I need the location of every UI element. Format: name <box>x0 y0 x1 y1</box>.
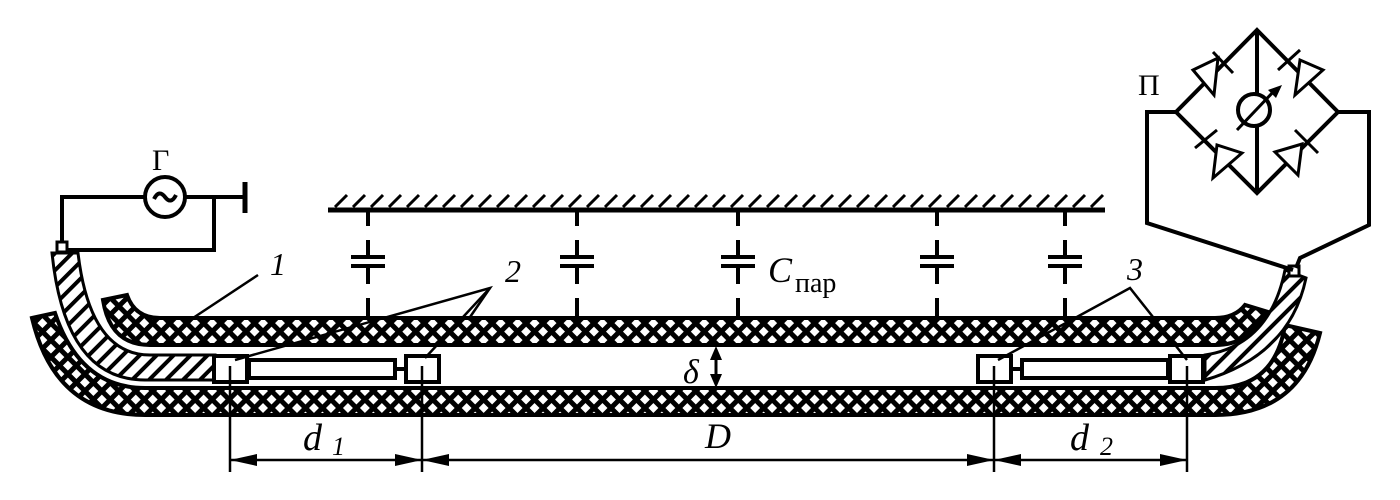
d2-label: d <box>1070 417 1090 459</box>
bridge-rectifier <box>1145 27 1371 272</box>
diode-icon <box>1276 48 1326 99</box>
capacitor-icon <box>721 212 755 318</box>
generator-circuit <box>55 175 248 254</box>
gap-label: δ <box>683 354 700 391</box>
capacitor-icon <box>351 212 385 318</box>
ground-plane <box>328 193 1105 213</box>
parasitic-capacitors <box>351 212 1082 318</box>
diode-icon <box>1272 128 1320 179</box>
pipe-walls <box>29 292 1323 417</box>
d2-subscript: 2 <box>1100 432 1113 461</box>
bridge-label: П <box>1138 69 1160 102</box>
lower-wall <box>29 310 1323 417</box>
d1-subscript: 1 <box>332 432 345 461</box>
part-2-label: 2 <box>505 253 521 289</box>
capacitor-icon <box>920 212 954 318</box>
diode-icon <box>1190 50 1235 99</box>
leader-lines <box>192 273 1188 362</box>
d1-label: d <box>303 417 323 459</box>
gap-arrow-icon <box>710 346 722 388</box>
sensors <box>212 354 1205 384</box>
generator-label: Г <box>152 144 169 177</box>
D-label: D <box>704 416 731 456</box>
diode-icon <box>1194 128 1246 182</box>
left-rod <box>247 358 397 380</box>
right-rod <box>1020 358 1170 380</box>
part-3-label: 3 <box>1126 251 1143 287</box>
capacitance-subscript: пар <box>795 268 836 299</box>
dimension-lines <box>228 366 1189 472</box>
upper-wall <box>100 292 1271 347</box>
right-probe-cable <box>1203 267 1308 383</box>
capacitor-icon <box>560 212 594 318</box>
capacitance-label: C <box>768 250 793 290</box>
part-1-label: 1 <box>270 246 286 282</box>
capacitor-icon <box>1048 212 1082 318</box>
